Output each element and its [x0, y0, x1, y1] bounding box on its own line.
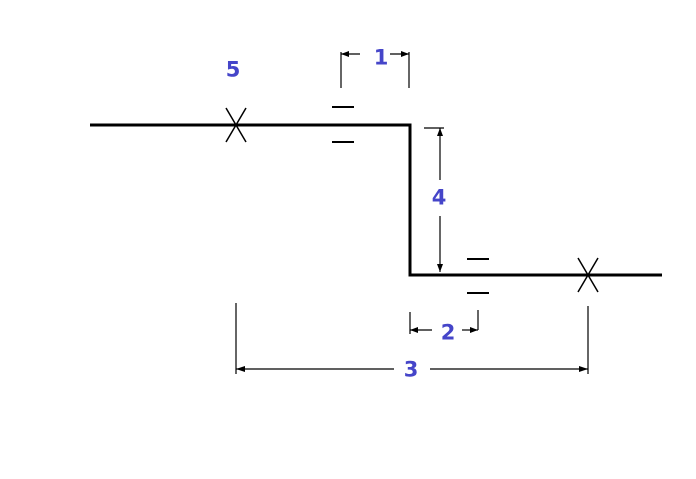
dimension-label-2: 2 — [440, 320, 456, 345]
dimension-2 — [409, 310, 479, 334]
dimension-label-1: 1 — [373, 45, 389, 70]
pipe-centerline — [90, 123, 662, 277]
dimension-4 — [424, 127, 444, 272]
marker-label-5: 5 — [225, 57, 241, 82]
dimension-3 — [235, 303, 589, 374]
fitting-mark-lower — [467, 258, 489, 294]
dimension-1 — [340, 51, 410, 88]
fitting-mark-upper — [332, 106, 354, 143]
dimension-label-4: 4 — [431, 185, 447, 210]
pipe-run — [90, 123, 662, 277]
cross-marker-left — [225, 107, 247, 143]
dimension-label-3: 3 — [403, 357, 419, 382]
cross-marker-right — [577, 257, 599, 293]
